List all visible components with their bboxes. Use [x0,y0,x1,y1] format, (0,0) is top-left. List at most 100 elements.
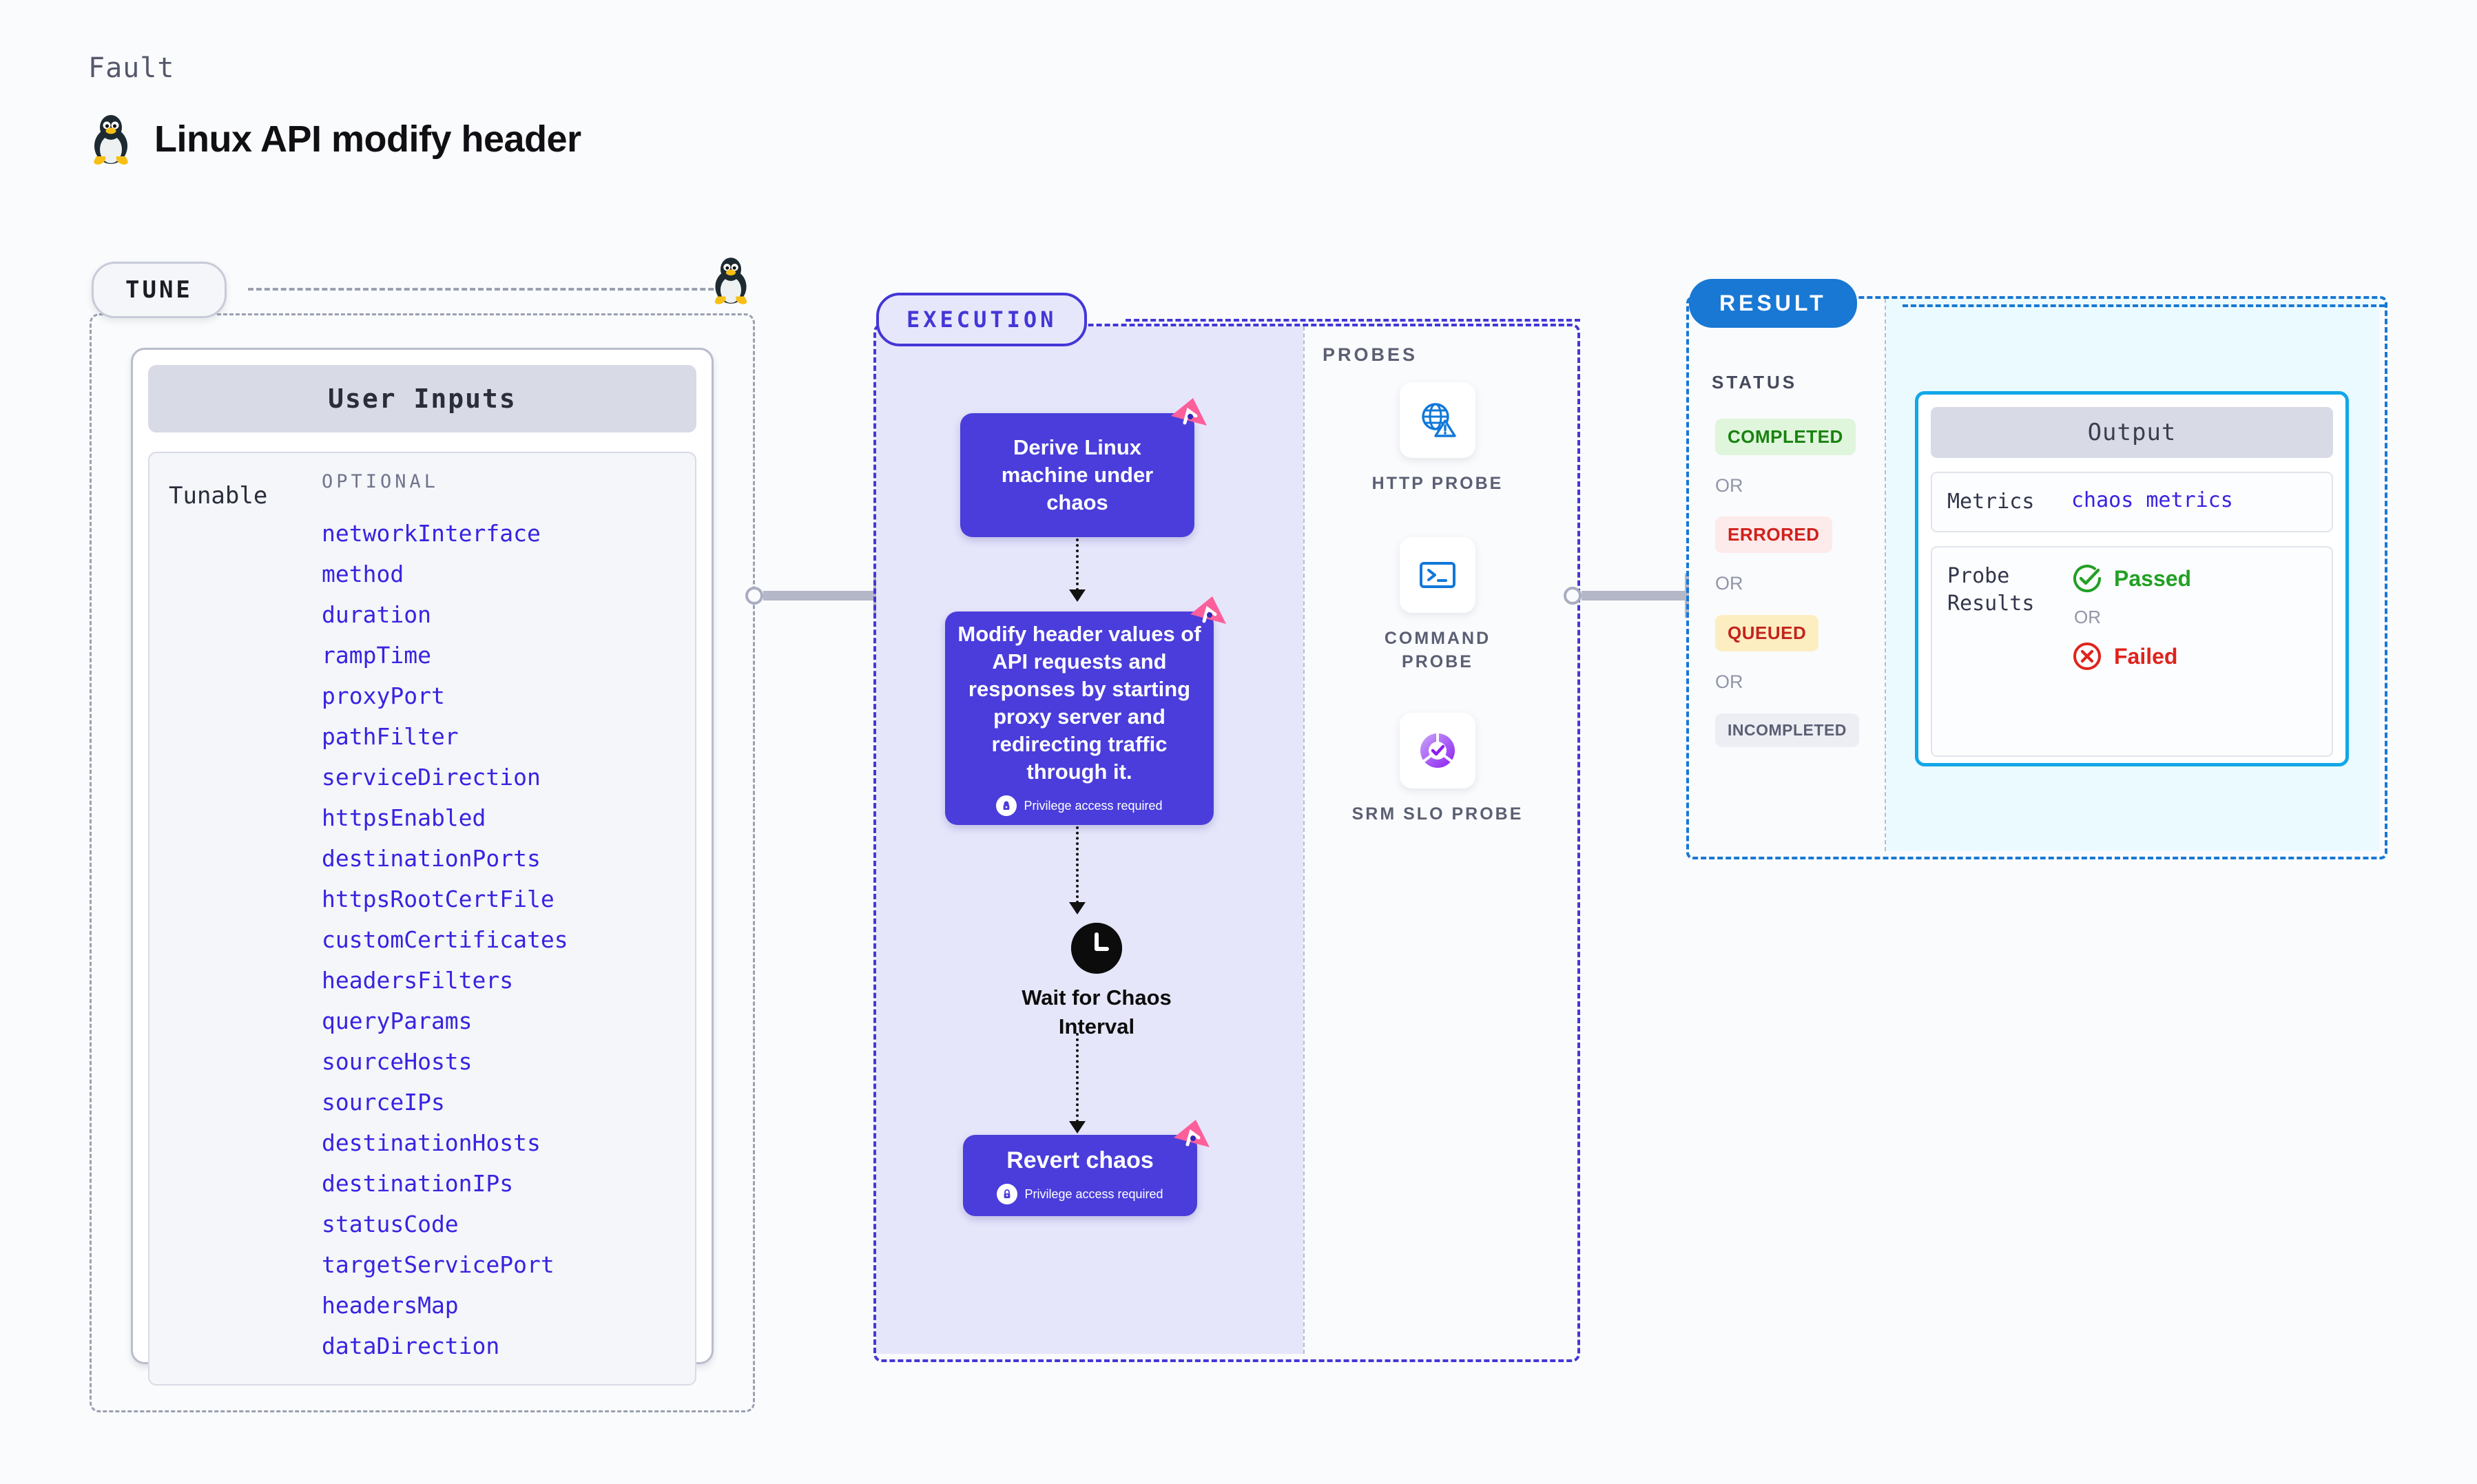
probe-srm-slo[interactable]: SRM SLO PROBE [1351,713,1524,826]
output-metrics-row: Metrics chaos metrics [1931,472,2333,532]
user-inputs-card: User Inputs Tunable OPTIONAL networkInte… [131,348,714,1386]
metrics-key: Metrics [1947,490,2035,514]
node-text: Revert chaos [1006,1147,1154,1173]
linux-penguin-icon [94,115,128,165]
probe-label: HTTP PROBE [1371,474,1504,493]
globe-warning-icon [1400,382,1475,458]
output-title: Output [1931,407,2333,458]
tunable-param[interactable]: destinationIPs [322,1170,514,1197]
optional-column-header: OPTIONAL [322,471,439,492]
execution-panel [873,324,1580,1362]
probe-label: SRM SLO PROBE [1351,804,1524,824]
probe-results-values: Passed OR Failed [2071,563,2191,740]
node-text: Derive Linux machine under chaos [1001,435,1154,514]
privilege-note-text: Privilege access required [1024,798,1163,813]
check-circle-icon [2073,565,2101,593]
execution-node-revert[interactable]: Revert chaos Privilege access required [963,1120,1210,1216]
privilege-note: Privilege access required [996,795,1163,816]
probe-passed: Passed [2071,563,2191,594]
or-label-3: OR [1715,671,1743,692]
tunable-param[interactable]: pathFilter [322,723,459,750]
tunable-param[interactable]: httpsRootCertFile [322,886,555,912]
flow-connector-3 [1076,1033,1079,1122]
output-probe-results-row: Probe Results Passed OR Failed [1931,546,2333,757]
status-badge-errored: ERRORED [1715,516,1832,553]
failed-label: Failed [2114,643,2178,669]
privilege-note: Privilege access required [997,1184,1163,1204]
result-panel [1686,296,2387,859]
connector-line [1582,591,1685,600]
tune-dashed-connector [248,288,730,291]
flow-connector-2 [1076,826,1079,903]
tunable-section: Tunable OPTIONAL networkInterface method d… [148,452,696,1386]
result-status-column [1689,299,1886,851]
clock-icon [1071,923,1122,974]
flow-arrowhead-3 [1069,1121,1086,1133]
probe-label: COMMAND PROBE [1384,629,1491,671]
tunable-param[interactable]: networkInterface [322,520,541,547]
tunable-param[interactable]: destinationHosts [322,1129,541,1156]
result-dashed-connector [1903,304,2385,307]
flow-arrowhead-1 [1069,589,1086,602]
lock-icon [997,1184,1018,1204]
tunable-label: Tunable [169,482,268,510]
node-text: Modify header values of API requests and… [957,622,1201,784]
slo-donut-check-icon [1400,713,1475,788]
tunable-params-list: OPTIONAL networkInterface method duration r… [322,471,695,1366]
probe-command[interactable]: COMMAND PROBE [1351,537,1524,673]
tunable-param[interactable]: headersFilters [322,967,514,994]
connector-start-dot [745,587,763,605]
probe-http[interactable]: HTTP PROBE [1351,382,1524,495]
execution-node-modify-header[interactable]: Modify header values of API requests and… [945,596,1226,825]
status-badge-completed: COMPLETED [1715,419,1856,455]
tune-pill-label[interactable]: TUNE [92,262,227,318]
status-badge-incompleted: INCOMPLETED [1715,713,1859,747]
privilege-note-text: Privilege access required [1024,1187,1163,1201]
tunable-param[interactable]: statusCode [322,1211,459,1237]
output-card: Output Metrics chaos metrics Probe Resul… [1915,391,2349,766]
harness-ribbon-badge-icon [1171,398,1207,426]
tune-panel [90,313,755,1412]
harness-ribbon-badge-icon [1190,596,1226,624]
connector-start-dot [1564,587,1582,605]
execution-pill-label[interactable]: EXECUTION [876,293,1088,346]
tunable-param[interactable]: destinationPorts [322,845,541,872]
probe-results-key: Probe Results [1947,564,2035,616]
tunable-param[interactable]: targetServicePort [322,1251,555,1278]
lock-icon [996,795,1017,816]
tunable-param[interactable]: proxyPort [322,682,445,709]
linux-penguin-icon-tune [714,258,747,304]
execution-node-wait[interactable]: Wait for Chaos Interval [1022,923,1172,1041]
tunable-param[interactable]: headersMap [322,1292,459,1319]
tunable-param[interactable]: customCertificates [322,926,568,953]
user-inputs-title: User Inputs [148,365,696,432]
tunable-param[interactable]: httpsEnabled [322,804,486,831]
passed-label: Passed [2114,565,2192,591]
execution-dashed-connector [1126,319,1580,322]
fault-eyebrow-label: Fault [88,52,175,84]
tunable-param[interactable]: method [322,561,404,587]
tunable-param[interactable]: sourceHosts [322,1048,473,1075]
harness-ribbon-badge-icon [1174,1120,1210,1147]
page-title-row: Linux API modify header [88,114,581,165]
or-label-1: OR [1715,475,1743,496]
metrics-value[interactable]: chaos metrics [2071,488,2233,512]
tunable-param[interactable]: queryParams [322,1007,473,1034]
flow-connector-1 [1076,539,1079,591]
x-circle-icon [2073,642,2101,670]
execution-node-derive[interactable]: Derive Linux machine under chaos [960,398,1207,537]
page-title: Linux API modify header [154,118,581,160]
tunable-param[interactable]: serviceDirection [322,764,541,791]
or-label-output: OR [2074,607,2101,627]
tunable-param[interactable]: dataDirection [322,1333,500,1359]
probe-failed: Failed [2071,640,2191,672]
tunable-param[interactable]: duration [322,601,431,628]
terminal-icon [1400,537,1475,613]
wait-node-label: Wait for Chaos Interval [1022,985,1172,1038]
tunable-param[interactable]: sourceIPs [322,1089,445,1116]
tunable-param[interactable]: rampTime [322,642,431,669]
probes-section-title: PROBES [1323,344,1418,365]
status-title: STATUS [1712,372,1798,393]
result-pill-label[interactable]: RESULT [1689,279,1857,328]
connector-line [763,591,873,600]
